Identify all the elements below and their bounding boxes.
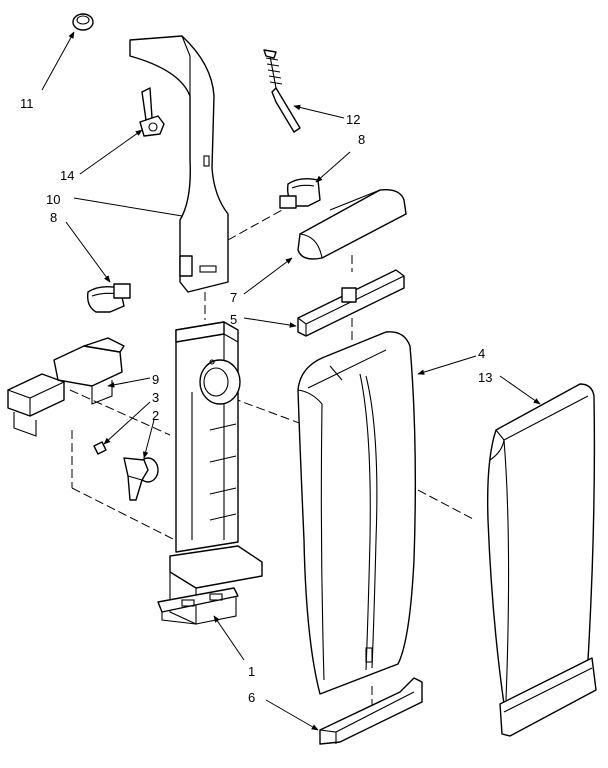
callout-8-lower: 8	[50, 210, 57, 225]
callout-10: 10	[46, 192, 60, 207]
callout-2: 2	[152, 408, 159, 423]
part-8-clip-lower	[86, 283, 131, 313]
callout-6: 6	[248, 690, 255, 705]
callout-leaders	[41, 31, 541, 731]
callout-4: 4	[478, 346, 485, 361]
callout-3: 3	[152, 390, 159, 405]
callout-8-upper: 8	[358, 132, 365, 147]
callout-14: 14	[60, 168, 74, 183]
callout-5: 5	[230, 312, 237, 327]
part-7-top-cover	[297, 189, 407, 260]
body-housing	[157, 321, 263, 625]
callout-9: 9	[152, 372, 159, 387]
part-4-outer-bag	[297, 331, 417, 695]
part-11-cap	[72, 13, 94, 31]
callout-11: 11	[20, 96, 34, 111]
part-3-screw	[93, 441, 107, 455]
callout-12: 12	[346, 112, 360, 127]
part-12-screw	[263, 49, 301, 133]
callout-1: 1	[248, 664, 255, 679]
part-6-bottom-bracket	[319, 677, 423, 745]
part-8-clip-upper	[279, 177, 321, 209]
part-9-cord-holder	[7, 337, 125, 437]
callout-labels: 11 12 8 14 10 8 7 5 4 13 9 3 2 1 6	[20, 96, 492, 705]
part-10-handle	[129, 35, 229, 293]
part-2-pedal	[123, 457, 159, 501]
callout-13: 13	[478, 370, 492, 385]
part-14-latch	[139, 87, 165, 137]
part-13-inner-bag	[486, 383, 597, 737]
callout-7: 7	[230, 290, 237, 305]
part-5-bracket	[297, 269, 405, 337]
